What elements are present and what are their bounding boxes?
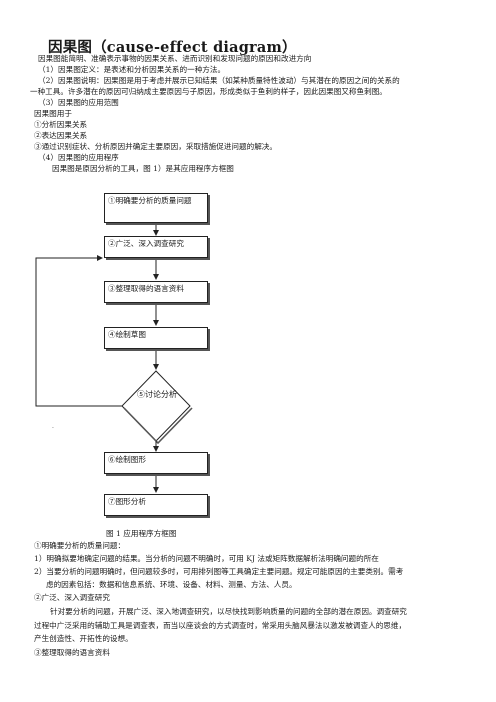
flow-step-4: ④绘制草图 [104,327,208,349]
intro-line-1: 因果图能简明、准确表示事物的因果关系、进而识别和发现问题的原因和改进方向 [38,54,312,63]
intro-line-2: （1）因果图定义：是表述和分析因果关系的一种方法。 [38,65,226,74]
flow-decision-label: ⑤讨论分析 [137,390,177,399]
intro-line-5: （3）因果图的应用范围 [38,98,119,107]
note-line-4: 虑的因素包括：数据和信息系统、环境、设备、材料、测量、方法、人员。 [46,580,297,589]
note-line-2: 1）明确拟要地确定问题的结果。当分析的问题不明确时，可用 KJ 法或矩阵数据解析… [34,554,379,563]
note-line-9: ③整理取得的语言资料 [34,648,110,657]
flow-step-7: ⑦图形分析 [104,494,208,516]
note-line-7: 过程中广泛采用的辅助工具是调查表，而当以座谈会的方式调查时，常采用头脑风暴法以激… [34,621,407,630]
intro-line-7: ①分析因果关系 [34,120,88,129]
document-title: 因果图（cause-effect diagram） [48,39,297,56]
note-line-3: 2）当要分析的问题明确时，但问题较多时，可用排列图等工具确定主要问题。规定可能原… [34,567,404,576]
stray-mark: . [52,423,54,430]
note-line-8: 产生创造性、开拓性的设想。 [34,634,133,643]
intro-line-11: 因果图是原因分析的工具，图 1）是其应用程序方框图 [52,164,234,173]
flow-step-2: ②广泛、深入调查研究 [104,236,208,258]
flow-step-3: ③整理取得的语言资料 [104,281,208,303]
flow-step-1: ①明确要分析的质量问题 [104,193,208,223]
figure-caption: 图 1 应用程序方框图 [106,529,177,538]
note-line-5: ②广泛、深入调查研究 [34,593,110,602]
intro-line-4: 一种工具。许多潜在的原因可归纳成主要原因与子原因，形成类似于鱼刺的样子，因此因果… [30,87,387,96]
intro-line-10: （4）因果图的应用程序 [38,153,119,162]
intro-line-9: ③通过识别症状、分析原因并确定主要原因，采取措施促进问题的解决。 [34,142,277,151]
note-line-6: 针对要分析的问题，开展广泛、深入地调查研究，以尽快找到影响质量的问题的全部的潜在… [50,607,407,616]
decision-diamond [121,370,191,442]
intro-line-6: 因果图用于 [34,109,72,118]
intro-line-8: ②表达因果关系 [34,131,88,140]
flow-step-6: ⑥绘制图形 [104,452,208,474]
intro-line-3: （2）因果图说明：因果图是用于考虑并展示已知结果（如某种质量特性波动）与其潜在的… [38,76,400,85]
note-line-1: ①明确要分析的质量问题： [34,541,126,550]
